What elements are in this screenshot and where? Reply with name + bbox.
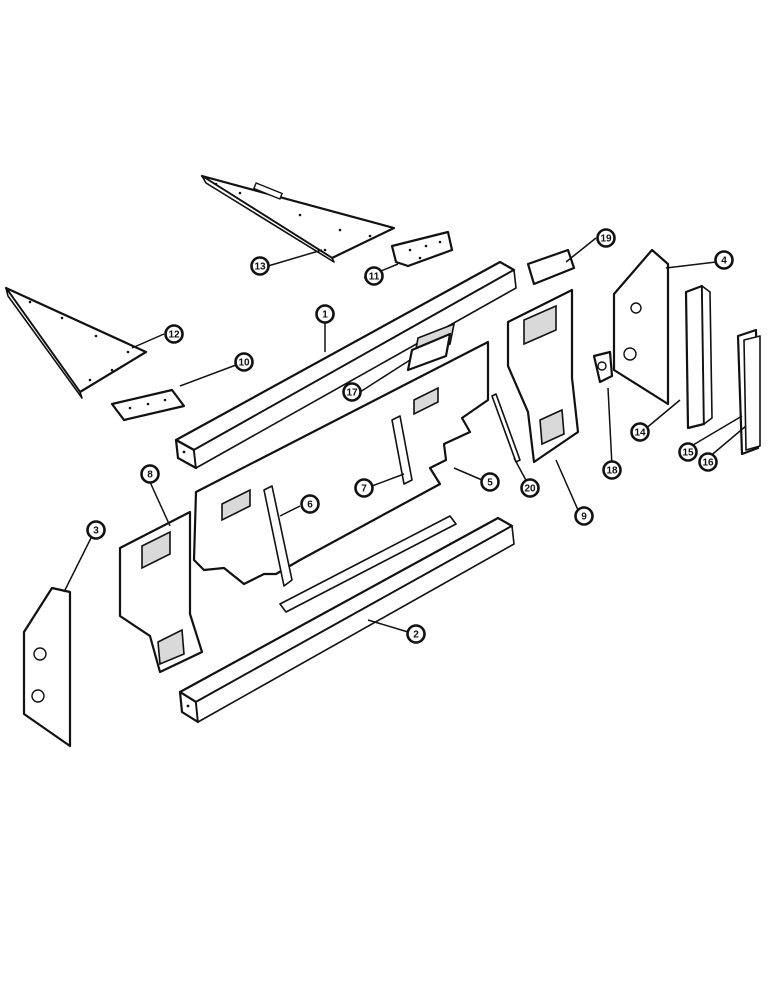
part-10-plate [110, 388, 186, 422]
svg-text:12: 12 [168, 330, 180, 341]
callout-13: 13 [250, 256, 270, 276]
svg-text:14: 14 [634, 428, 646, 439]
callout-15: 15 [678, 442, 698, 462]
part-20-rod [491, 393, 521, 463]
callout-11: 11 [364, 266, 384, 286]
part-8-side-panel [118, 510, 204, 674]
part-9-side-panel [506, 288, 580, 464]
callout-17: 17 [342, 382, 362, 402]
part-13-gusset [200, 174, 396, 263]
part-2-lower-beam [178, 516, 515, 724]
part-17-plate [406, 332, 452, 372]
svg-text:10: 10 [238, 358, 250, 369]
callout-3: 3 [86, 520, 106, 540]
part-3-end-plate [22, 586, 72, 748]
callout-16: 16 [698, 452, 718, 472]
svg-text:3: 3 [93, 526, 99, 537]
part-6-brace [263, 485, 293, 587]
svg-text:8: 8 [147, 470, 153, 481]
part-18-bracket [592, 350, 614, 384]
svg-text:17: 17 [346, 388, 358, 399]
callout-1: 1 [315, 304, 335, 324]
svg-text:20: 20 [524, 484, 536, 495]
svg-text:18: 18 [606, 466, 618, 477]
svg-text:5: 5 [487, 478, 493, 489]
svg-text:11: 11 [369, 272, 380, 283]
svg-text:13: 13 [254, 262, 266, 273]
callout-18: 18 [602, 460, 622, 480]
part-16-post [743, 335, 761, 451]
callout-5: 5 [480, 472, 500, 492]
svg-text:7: 7 [361, 484, 367, 495]
part-11-plate [390, 230, 454, 268]
part-1-upper-beam [174, 260, 517, 470]
leader-lines [63, 237, 747, 633]
svg-text:2: 2 [413, 630, 419, 641]
callout-4: 4 [714, 250, 734, 270]
callout-19: 19 [596, 228, 616, 248]
svg-text:16: 16 [702, 458, 714, 469]
callout-9: 9 [574, 506, 594, 526]
svg-text:1: 1 [322, 310, 328, 321]
svg-text:19: 19 [600, 234, 612, 245]
callout-7: 7 [354, 478, 374, 498]
svg-text:9: 9 [581, 512, 587, 523]
callout-10: 10 [234, 352, 254, 372]
part-7-brace [391, 415, 413, 485]
callout-20: 20 [520, 478, 540, 498]
callout-6: 6 [300, 494, 320, 514]
part-14-channel [684, 284, 713, 430]
part-19-plate [526, 248, 576, 286]
svg-text:6: 6 [307, 500, 313, 511]
callout-12: 12 [164, 324, 184, 344]
part-4-end-plate [612, 248, 670, 406]
callout-2: 2 [406, 624, 426, 644]
callout-8: 8 [140, 464, 160, 484]
svg-text:15: 15 [682, 448, 694, 459]
svg-text:4: 4 [721, 256, 727, 267]
part-12-gusset [4, 286, 148, 399]
callout-14: 14 [630, 422, 650, 442]
